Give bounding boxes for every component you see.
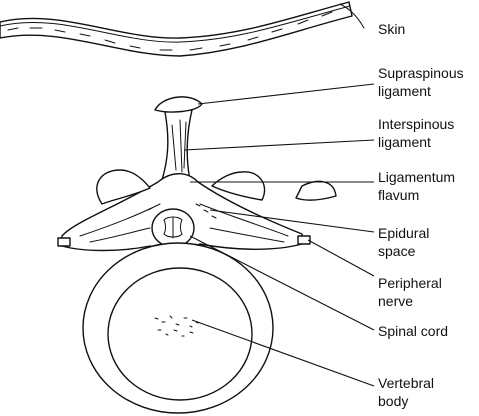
label-peripheral-line-1: Peripheral — [378, 275, 442, 291]
label-flavum-line-2: flavum — [378, 187, 420, 203]
label-supraspinous-line-1: Supraspinous — [378, 65, 464, 81]
interspinous-ligament-shape — [161, 109, 193, 181]
nerve-end-right — [297, 235, 311, 245]
label-epidural-line-1: Epidural — [378, 225, 430, 241]
label-epidural-line-2: space — [378, 243, 416, 259]
skin-layer — [0, 1, 365, 57]
label-interspinous: Interspinous ligament — [378, 115, 454, 151]
label-cord: Spinal cord — [378, 322, 448, 340]
leader-cord — [189, 235, 375, 331]
leader-interspinous — [183, 139, 375, 151]
label-skin: Skin — [378, 20, 405, 38]
label-body-line-2: body — [378, 393, 409, 409]
leader-peripheral — [307, 239, 375, 277]
nerve-end-left — [57, 237, 71, 247]
label-skin-line-1: Skin — [378, 21, 406, 37]
leader-supraspinous — [197, 83, 375, 105]
label-flavum-line-1: Ligamentum — [378, 169, 456, 185]
label-epidural: Epidural space — [378, 224, 429, 260]
label-flavum: Ligamentum flavum — [378, 168, 455, 204]
label-body: Vertebral body — [378, 374, 434, 410]
label-supraspinous: Supraspinous ligament — [378, 64, 464, 100]
leader-lines — [183, 83, 375, 387]
supraspinous-ligament-shape — [154, 96, 203, 113]
spinal-cord-shape — [151, 208, 195, 248]
label-peripheral-line-2: nerve — [378, 293, 414, 309]
label-interspinous-line-1: Interspinous — [378, 116, 455, 132]
leader-epidural — [209, 209, 375, 233]
label-interspinous-line-2: ligament — [378, 134, 431, 150]
label-peripheral: Peripheral nerve — [378, 274, 442, 310]
leader-body — [191, 319, 375, 387]
label-supraspinous-line-2: ligament — [378, 83, 431, 99]
label-cord-line-1: Spinal cord — [378, 323, 449, 339]
label-body-line-1: Vertebral — [378, 375, 435, 391]
vertebral-body-shape — [82, 242, 274, 414]
